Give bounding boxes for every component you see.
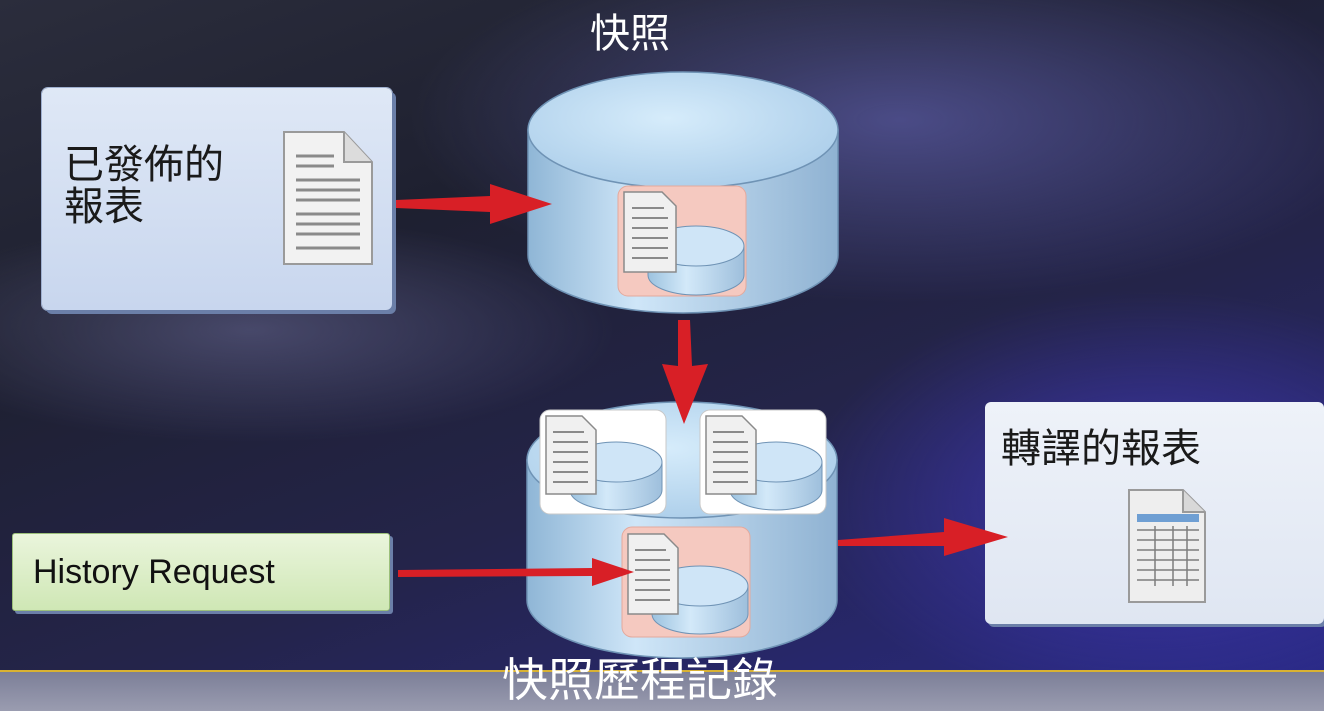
requested-snapshot <box>621 526 751 638</box>
arrow-history-to-rendered <box>838 518 1008 556</box>
published-report-box: 已發佈的 報表 <box>42 88 392 310</box>
rendered-report-label: 轉譯的報表 <box>1001 426 1201 472</box>
rendered-report-icon <box>1128 489 1206 603</box>
arrow-snapshot-to-history <box>662 320 708 424</box>
rendered-report-box: 轉譯的報表 <box>985 402 1324 624</box>
arrow-published-to-snapshot <box>396 184 552 224</box>
snapshot-history-database <box>526 401 838 659</box>
snapshot-label: 快照 <box>590 11 670 57</box>
flow-arrows <box>396 184 1008 586</box>
snapshot-database <box>527 71 839 314</box>
history-request-label: History Request <box>33 553 275 591</box>
footer-bar <box>0 670 1324 711</box>
stored-snapshot-2 <box>699 409 827 515</box>
published-report-label: 已發佈的 報表 <box>64 142 224 230</box>
snapshot-history-label: 快照歷程記錄 <box>502 653 778 707</box>
document-icon <box>283 131 373 265</box>
history-request-box: History Request <box>12 533 390 611</box>
arrow-request-to-history <box>398 558 634 586</box>
stored-snapshot-1 <box>539 409 667 515</box>
